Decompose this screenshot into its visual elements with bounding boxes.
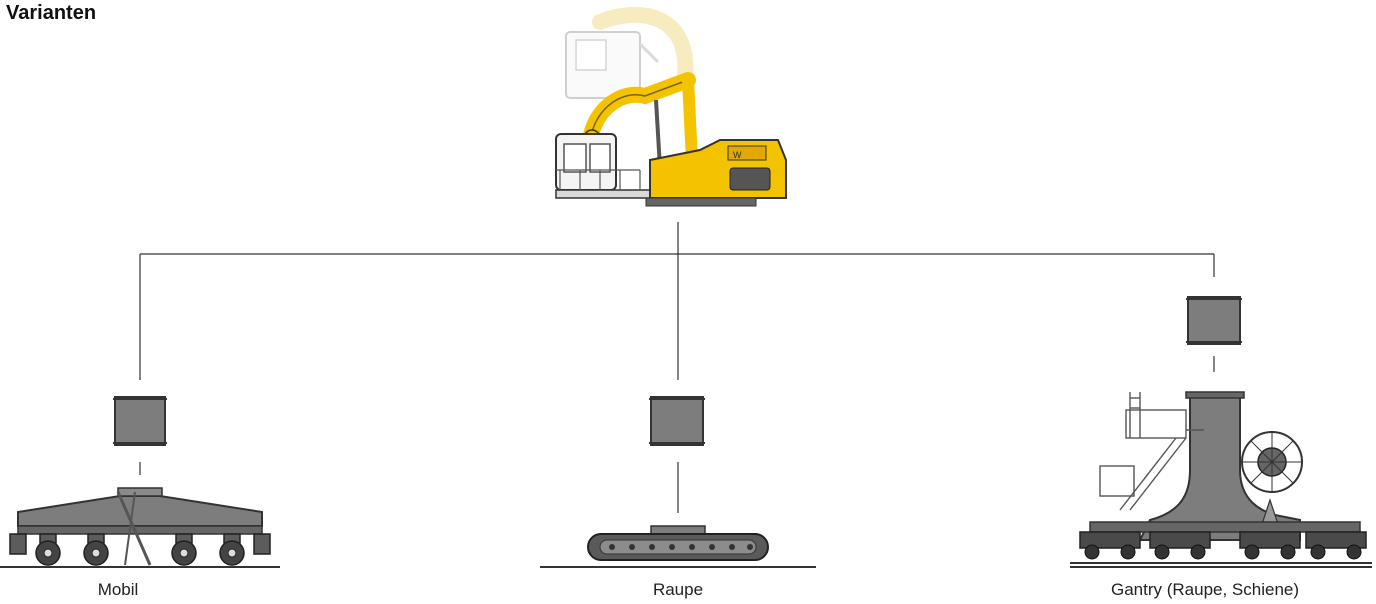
svg-text:W: W (733, 150, 742, 160)
page-title: Varianten (6, 2, 97, 24)
grey-adapter-column-icon (113, 296, 1242, 513)
gantry-rail-undercarriage-icon (1070, 391, 1372, 568)
variant-label-mobil: Mobil (97, 580, 139, 599)
variant-label-raupe: Raupe (652, 580, 704, 599)
variant-label-gantry: Gantry (Raupe, Schiene) (1110, 580, 1300, 599)
tree-connector-lines (139, 222, 1215, 380)
yellow-material-handler-icon: W (555, 6, 787, 207)
crawler-track-undercarriage-icon (540, 525, 816, 568)
wheeled-mobile-undercarriage-icon (0, 487, 280, 568)
